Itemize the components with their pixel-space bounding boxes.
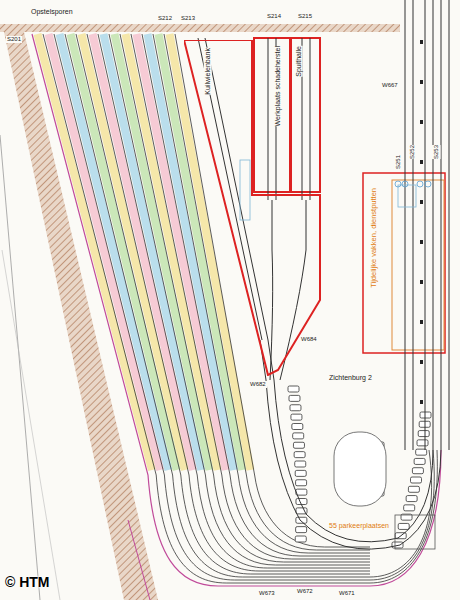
building-outline: Werkplaats schadeherstel [256,40,288,190]
building-label: Kuilwielenbank [204,48,212,95]
track-label: Zichtenburg 2 [328,374,373,382]
track-label: W671 [338,590,356,597]
track-label: W672 [296,588,314,595]
track-label: W684 [300,336,318,343]
track-label: 55 parkeerplaatsen [328,522,390,530]
building-outline: Spuithalle [292,40,319,190]
building-label: Werkplaats schadeherstel [274,46,282,126]
track-label: S253 [432,145,441,159]
building-outline: Tijdelijke vakken, dienstputten [364,174,444,352]
track-label: S212 [157,15,173,22]
track-label: S214 [266,13,282,20]
track-label: S252 [408,145,417,159]
track-label: S251 [394,155,403,169]
watermark: © HTM [5,575,50,590]
track-label: S215 [297,13,313,20]
building-label: Tijdelijke vakken, dienstputten [370,188,378,288]
track-label: W667 [381,82,399,89]
building-outline: Kuilwielenbank [184,40,321,376]
track-label: W682 [249,381,267,388]
track-label: S213 [180,15,196,22]
building-label: Spuithalle [295,46,303,77]
track-label: S201 [6,36,22,43]
boundary-band [0,24,400,32]
track-label: W673 [258,590,276,597]
track-label: Opstelsporen [30,8,74,16]
